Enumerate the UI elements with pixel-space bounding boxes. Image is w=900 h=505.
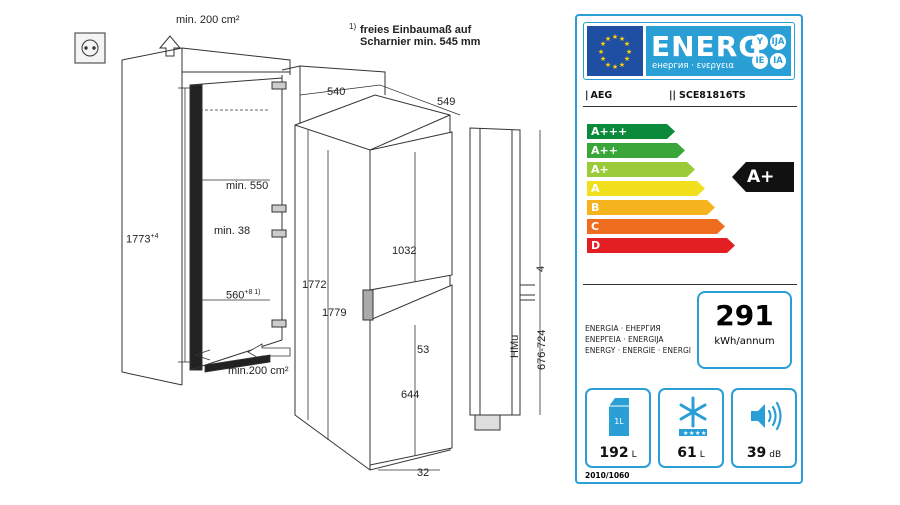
class-arrow: D <box>587 238 735 253</box>
dim-1032: 1032 <box>392 245 417 257</box>
class-arrow-label: A+++ <box>591 125 628 138</box>
svg-text:★: ★ <box>612 33 618 41</box>
dim-32: 32 <box>417 467 430 479</box>
badge-y: Y <box>752 34 768 50</box>
milk-carton-icon: 1L <box>609 398 629 436</box>
class-arrow-label: D <box>591 239 601 252</box>
dim-644: 644 <box>401 389 420 401</box>
class-arrow-label: A+ <box>591 163 609 176</box>
energy-title: ENERG <box>651 30 763 63</box>
dim-540: 540 <box>327 86 346 98</box>
supplier-row: |AEG || SCE81816TS <box>585 90 746 101</box>
vent-in-arrow-icon <box>247 343 291 361</box>
dim-549: 549 <box>437 96 456 108</box>
energy-subtitle: енергия · ενεργεια <box>652 61 735 71</box>
svg-text:★: ★ <box>600 40 606 48</box>
class-arrow-label: A++ <box>591 144 618 157</box>
snowflake-icon: ★★★★ <box>679 396 707 437</box>
side-profile <box>469 127 535 431</box>
consumption-box: 291 kWh/annum <box>697 291 792 369</box>
class-arrow: A++ <box>587 143 685 158</box>
badge-ie: IE <box>752 53 768 69</box>
energy-label: ★★★ ★★★ ★★★ ★★★ ENERG енергия · ενεργεια… <box>575 14 803 484</box>
installation-drawing: min. 200 cm² 1) freies Einbaumaß auf Sch… <box>74 14 548 479</box>
hinge-note-mark: 1) <box>349 22 357 31</box>
installation-drawing-svg <box>74 32 541 471</box>
class-arrow: A+++ <box>587 124 675 139</box>
eu-stars: ★★★ ★★★ ★★★ ★★★ <box>598 33 632 71</box>
class-arrow-shape <box>587 238 735 253</box>
svg-text:★: ★ <box>605 61 611 69</box>
wall-socket-icon <box>74 32 106 64</box>
badge-ia: IA <box>770 53 786 69</box>
svg-text:★: ★ <box>598 48 604 56</box>
class-arrow-label: A <box>591 182 600 195</box>
dim-1779: 1779 <box>322 307 347 319</box>
supplier-name: AEG <box>590 90 613 101</box>
hinge-note-line1: freies Einbaumaß auf <box>360 24 472 36</box>
svg-text:★: ★ <box>600 55 606 63</box>
svg-text:★: ★ <box>701 430 706 437</box>
svg-text:★: ★ <box>619 35 625 43</box>
svg-text:★: ★ <box>683 430 688 437</box>
energy-words: ENERGIA · ЕНЕРГИЯ ΕΝΕΡΓΕΙΑ · ENERGIJA EN… <box>585 324 692 355</box>
separator-top <box>583 106 797 107</box>
dim-1773: 1773+4 <box>126 233 159 246</box>
speaker-icon <box>751 401 782 431</box>
model-name: SCE81816TS <box>679 90 746 101</box>
svg-text:★: ★ <box>624 55 630 63</box>
cabinet-niche <box>121 47 291 386</box>
current-class-label: A+ <box>747 167 775 187</box>
milk-carton-text: 1L <box>614 417 624 426</box>
dim-53: 53 <box>417 344 430 356</box>
consumption-unit: kWh/annum <box>714 336 775 347</box>
svg-text:★: ★ <box>689 430 694 437</box>
dim-hmu-range: 676-724 <box>536 329 548 370</box>
class-arrow: B <box>587 200 715 215</box>
dim-1772: 1772 <box>302 279 327 291</box>
vent-up-arrow-icon <box>158 35 182 57</box>
class-arrow: A+ <box>587 162 695 177</box>
svg-text:★: ★ <box>619 61 625 69</box>
fridge-body <box>294 94 453 471</box>
svg-text:★: ★ <box>695 430 700 437</box>
vent-top-label: min. 200 cm² <box>176 14 240 26</box>
class-arrow-shape <box>587 200 715 215</box>
current-class-arrow-icon <box>732 162 794 192</box>
regulation-number: 2010/1060 <box>585 471 630 480</box>
svg-text:★: ★ <box>605 35 611 43</box>
energy-label-header: ★★★ ★★★ ★★★ ★★★ ENERG енергия · ενεργεια… <box>583 22 795 80</box>
class-arrow-shape <box>587 181 705 196</box>
class-arrow: A <box>587 181 705 196</box>
hinge-note-line2: Scharnier min. 545 mm <box>360 36 481 48</box>
eu-flag-icon: ★★★ ★★★ ★★★ ★★★ <box>587 26 643 76</box>
class-arrow-shape <box>587 162 695 177</box>
svg-text:★: ★ <box>624 40 630 48</box>
class-arrow-label: B <box>591 201 600 214</box>
dim-4: 4 <box>535 265 547 272</box>
dim-hmu: HMu <box>509 334 521 358</box>
class-arrow-shape <box>587 124 675 139</box>
dim-min550: min. 550 <box>226 180 269 192</box>
vent-bottom-label: min.200 cm² <box>228 365 289 377</box>
dim-min38: min. 38 <box>214 225 251 237</box>
class-arrow-label: C <box>591 220 600 233</box>
svg-text:★: ★ <box>626 48 632 56</box>
separator-mid <box>583 284 797 285</box>
energy-title-band: ENERG енергия · ενεργεια Y IJA IE IA <box>646 26 791 76</box>
consumption-value: 291 <box>715 299 774 332</box>
dim-560: 560+8 1) <box>226 289 261 302</box>
badge-ija: IJA <box>770 34 786 50</box>
class-arrow-shape <box>587 143 685 158</box>
class-arrow-shape <box>587 219 725 234</box>
svg-text:★: ★ <box>612 63 618 71</box>
class-arrow: C <box>587 219 725 234</box>
